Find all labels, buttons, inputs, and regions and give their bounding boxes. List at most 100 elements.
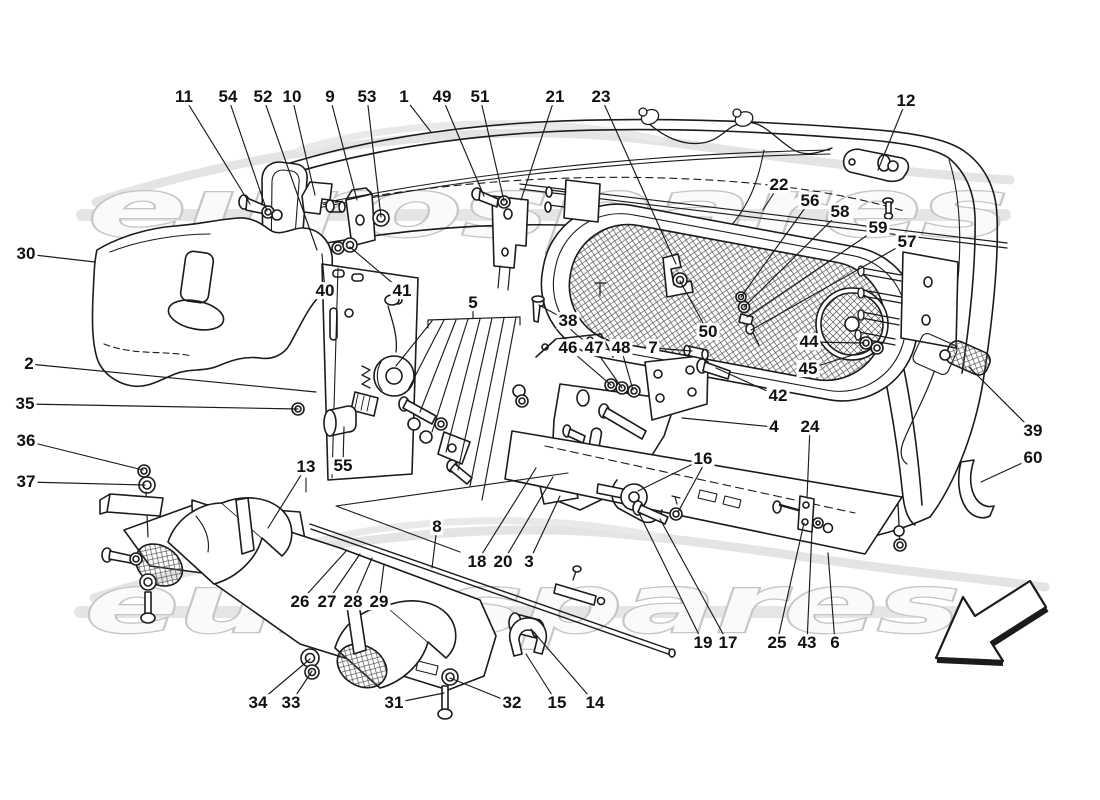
leader-line-43 — [806, 529, 813, 644]
rod-fitting — [553, 583, 597, 606]
leader-line-18 — [476, 467, 537, 563]
part-number-32: 32 — [500, 693, 524, 713]
part-number-30: 30 — [14, 244, 38, 264]
leader-line-56 — [740, 200, 811, 298]
part-number-60: 60 — [1021, 448, 1045, 468]
washer-icon — [893, 525, 905, 537]
part-number-8: 8 — [430, 517, 444, 537]
part-number-11: 11 — [173, 87, 195, 107]
side-support-bracket — [471, 187, 529, 291]
washer-icon — [497, 195, 511, 209]
part-number-29: 29 — [367, 592, 391, 612]
fan-line-5 — [457, 317, 493, 471]
part-number-36: 36 — [14, 431, 38, 451]
part-number-1: 1 — [397, 87, 411, 107]
fan-line-6 — [469, 317, 505, 487]
part-number-54: 54 — [216, 87, 240, 107]
washer-icon — [271, 209, 283, 221]
exhaust-tip-left — [134, 497, 293, 587]
part-number-40: 40 — [313, 281, 337, 301]
part-number-49: 49 — [430, 87, 454, 107]
part-number-28: 28 — [341, 592, 365, 612]
part-number-24: 24 — [798, 417, 822, 437]
clip-bracket — [301, 181, 333, 215]
leader-line-49 — [441, 96, 485, 197]
nut-icon — [137, 464, 151, 478]
part-number-59: 59 — [866, 218, 890, 238]
upper-flange — [535, 333, 614, 358]
leader-line-10 — [291, 96, 316, 196]
part-number-7: 7 — [646, 338, 660, 358]
leader-line-14 — [530, 628, 596, 704]
leader-line-17 — [659, 518, 729, 644]
part-number-42: 42 — [766, 386, 790, 406]
part-number-20: 20 — [491, 552, 515, 572]
washer-icon — [129, 552, 143, 566]
link-bracket — [437, 431, 471, 465]
rubber-mount-icon — [373, 355, 415, 397]
part-number-27: 27 — [315, 592, 339, 612]
part-number-39: 39 — [1021, 421, 1045, 441]
leader-line-23 — [600, 96, 677, 265]
nut-icon — [372, 209, 390, 227]
fan-line-7 — [481, 316, 517, 501]
nut-icon — [672, 272, 688, 288]
watermark-swoosh-icon — [294, 517, 662, 551]
leader-line-35 — [24, 403, 299, 410]
part-number-21: 21 — [543, 87, 567, 107]
knurled-sleeve — [350, 391, 379, 417]
leader-line-3 — [528, 495, 561, 563]
washer-icon — [669, 507, 683, 521]
part-number-25: 25 — [765, 633, 789, 653]
bolt-icon — [772, 500, 782, 514]
heat-shield-recess — [540, 179, 920, 402]
part-number-6: 6 — [828, 633, 842, 653]
spacer-pin — [325, 199, 335, 213]
reference-lines — [305, 472, 569, 553]
bumper-rub-rail — [519, 183, 1008, 249]
stud-plate — [563, 179, 601, 223]
rubber-strip-60 — [957, 459, 995, 519]
part-number-56: 56 — [798, 191, 822, 211]
part-number-31: 31 — [382, 693, 406, 713]
leader-line-extra-0 — [677, 465, 704, 513]
part-number-51: 51 — [468, 87, 492, 107]
stabiliser-rod — [309, 523, 676, 658]
leader-line-21 — [520, 96, 556, 201]
fan-line-3 — [431, 318, 469, 433]
u-clamp-15 — [508, 617, 548, 657]
number-plate-light — [842, 148, 910, 220]
exhaust-tip-right — [334, 596, 457, 689]
leader-line-6 — [827, 552, 836, 644]
washer-icon — [812, 517, 824, 529]
part-number-18: 18 — [465, 552, 489, 572]
leader-line-2 — [28, 363, 317, 393]
part-number-41: 41 — [390, 281, 414, 301]
part-number-12: 12 — [894, 91, 918, 111]
leader-line-36 — [25, 440, 144, 471]
leader-line-9 — [329, 96, 358, 201]
part-number-45: 45 — [796, 359, 820, 379]
part-number-22: 22 — [767, 175, 791, 195]
z-bracket — [662, 253, 694, 298]
part-number-16: 16 — [691, 449, 715, 469]
washer-icon — [139, 573, 157, 591]
leader-line-59 — [746, 227, 879, 318]
part-number-53: 53 — [355, 87, 379, 107]
part-number-23: 23 — [589, 87, 613, 107]
hanger-wire — [387, 305, 398, 353]
marker-cable — [900, 371, 935, 465]
part-number-33: 33 — [279, 693, 303, 713]
leader-line-25 — [776, 522, 805, 644]
hanger-strap — [235, 497, 255, 555]
grommet-icon — [870, 341, 884, 355]
leader-line-54 — [227, 96, 268, 212]
part-number-15: 15 — [545, 693, 569, 713]
washer-icon — [419, 430, 433, 444]
leader-line-12 — [877, 100, 907, 171]
direction-arrow-icon — [934, 579, 1049, 666]
washer-icon — [342, 237, 358, 253]
part-number-10: 10 — [280, 87, 304, 107]
